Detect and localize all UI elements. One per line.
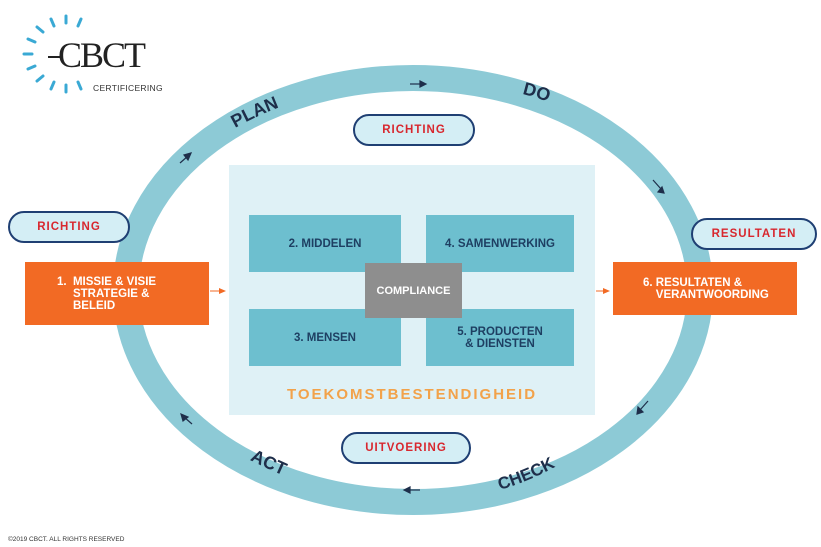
middelen-box: 2. MIDDELEN (249, 215, 401, 272)
missie-visie-box: 1. MISSIE & VISIE STRATEGIE & BELEID (25, 262, 209, 325)
resultaten-verantwoording-label: 6. RESULTATEN & VERANTWOORDING (643, 276, 769, 301)
arrow-icon-left-connector (219, 288, 226, 294)
uitvoering-pill-bottom: UITVOERING (341, 432, 471, 464)
cbct-logo: CBCT CERTIFICERING (18, 14, 178, 104)
richting-pill-left: RICHTING (8, 211, 130, 243)
logo-dash (48, 56, 60, 58)
arrow-icon-bottom (402, 486, 420, 494)
arrow-icon-top (410, 80, 428, 88)
producten-diensten-label: 5. PRODUCTEN & DIENSTEN (457, 325, 543, 350)
arrow-icon-upper-right (652, 179, 665, 194)
producten-diensten-box: 5. PRODUCTEN & DIENSTEN (426, 309, 574, 366)
arrow-icon-upper-left (179, 152, 193, 164)
resultaten-verantwoording-box: 6. RESULTATEN & VERANTWOORDING (613, 262, 797, 315)
arrow-icon-lower-right (636, 400, 649, 415)
copyright-footer: ©2019 CBCT. ALL RIGHTS RESERVED (8, 536, 125, 543)
arrow-icon-right-connector (603, 288, 610, 294)
richting-pill-top: RICHTING (353, 114, 475, 146)
mensen-box: 3. MENSEN (249, 309, 401, 366)
arrow-icon-lower-left (180, 412, 193, 425)
panel-title: TOEKOMSTBESTENDIGHEID (286, 386, 538, 403)
missie-visie-label: 1. MISSIE & VISIE STRATEGIE & BELEID (57, 275, 157, 312)
logo-wordmark: CBCT (58, 35, 146, 75)
samenwerking-box: 4. SAMENWERKING (426, 215, 574, 272)
logo-subtitle: CERTIFICERING (93, 83, 163, 93)
compliance-box: COMPLIANCE (365, 263, 462, 318)
resultaten-pill-right: RESULTATEN (691, 218, 817, 250)
sunburst-icon (22, 14, 83, 94)
